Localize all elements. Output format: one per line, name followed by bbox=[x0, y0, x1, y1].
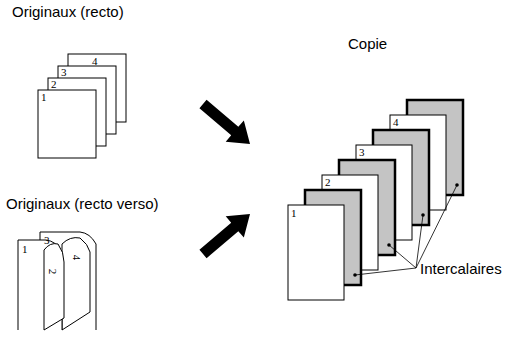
page-number: 2 bbox=[51, 79, 57, 90]
caption-label: Intercalaires bbox=[420, 261, 502, 276]
page-number: 3 bbox=[44, 235, 50, 246]
page-number: 1 bbox=[41, 92, 47, 103]
page-flap bbox=[44, 244, 64, 330]
page-number: 1 bbox=[291, 208, 297, 219]
page-number: 2 bbox=[325, 177, 331, 188]
page-flap bbox=[62, 238, 90, 330]
flow-arrow bbox=[199, 214, 250, 258]
page-number: 1 bbox=[22, 244, 28, 255]
copy-page bbox=[288, 205, 344, 300]
flow-arrow bbox=[199, 100, 250, 144]
page-number: 4 bbox=[71, 255, 82, 261]
leader-line bbox=[355, 268, 416, 275]
caption-label: Originaux (recto verso) bbox=[6, 196, 159, 211]
page-number: 4 bbox=[92, 56, 98, 67]
page-number: 4 bbox=[393, 117, 399, 128]
duplex-sheet bbox=[40, 232, 96, 330]
leader-line bbox=[416, 185, 457, 268]
page-number: 3 bbox=[61, 67, 67, 78]
caption-label: Copie bbox=[348, 36, 387, 51]
page-number: 3 bbox=[359, 147, 365, 158]
caption-label: Originaux (recto) bbox=[12, 4, 124, 19]
original-page bbox=[38, 90, 96, 158]
page-number: 2 bbox=[47, 269, 58, 275]
leader-line bbox=[389, 245, 416, 268]
